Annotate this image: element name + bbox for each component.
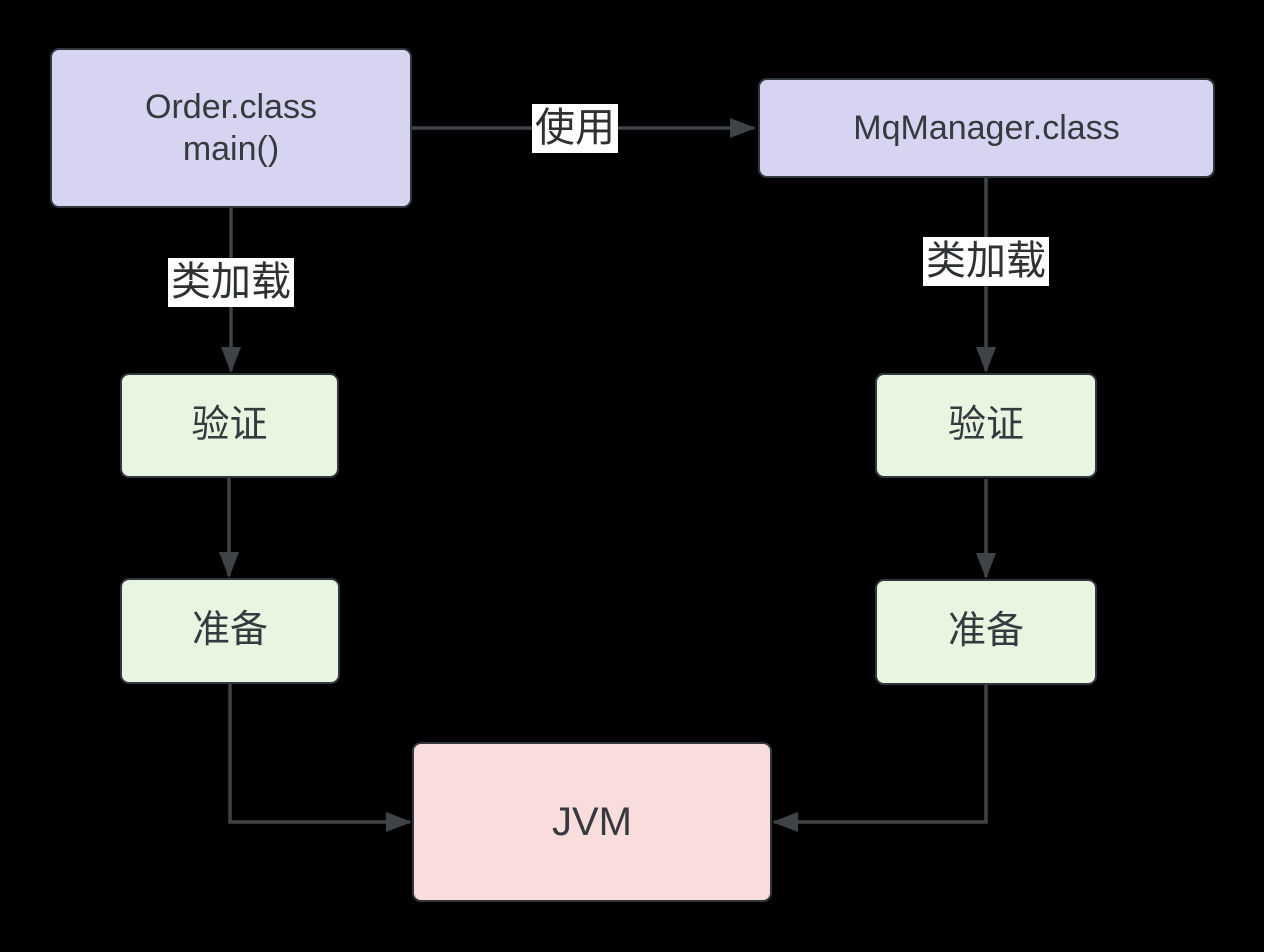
node-verify-left: 验证 <box>120 373 339 478</box>
node-verify-right: 验证 <box>875 373 1097 478</box>
edge-label-classload-left: 类加载 <box>168 258 294 307</box>
node-mqmanager-class: MqManager.class <box>758 78 1215 178</box>
edge-prepare-left-jvm-arrow <box>228 684 412 832</box>
node-order-class-main: Order.class main() <box>50 48 412 208</box>
node-jvm: JVM <box>412 742 772 902</box>
edge-prepare-right-jvm-arrow <box>772 685 988 832</box>
edge-label-classload-right: 类加载 <box>923 237 1049 286</box>
edge-label-use: 使用 <box>532 104 618 153</box>
node-prepare-left: 准备 <box>120 578 340 684</box>
node-prepare-right: 准备 <box>875 579 1097 685</box>
